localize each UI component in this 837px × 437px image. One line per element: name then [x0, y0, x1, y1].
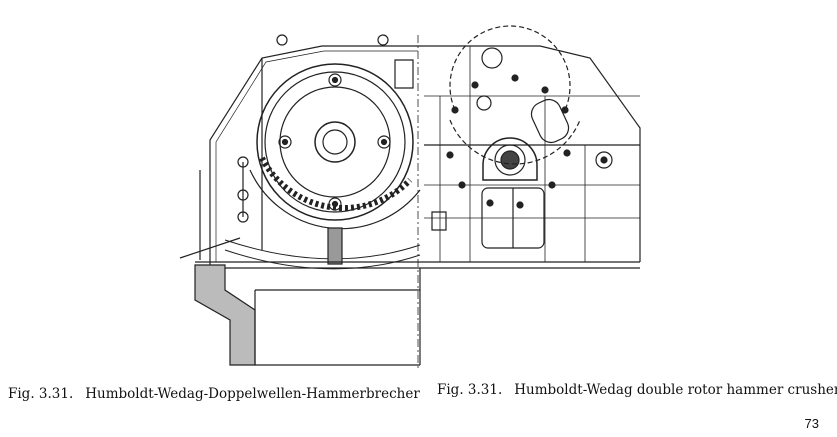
page-number: 73 — [804, 416, 819, 431]
caption-text: Humboldt-Wedag-Doppelwellen-Hammerbreche… — [85, 386, 420, 402]
base-chute — [195, 262, 640, 365]
hammer-crusher-drawing — [0, 0, 837, 380]
figure-number: Fig. 3.31. — [437, 382, 503, 398]
figure-caption-german: Fig. 3.31. Humboldt-Wedag-Doppelwellen-Ha… — [8, 386, 420, 402]
left-section-view — [180, 35, 420, 269]
caption-text: Humboldt-Wedag double rotor hammer crush… — [514, 382, 837, 398]
figure-number: Fig. 3.31. — [8, 386, 74, 402]
right-exterior-view — [418, 26, 640, 262]
figure-caption-english: Fig. 3.31. Humboldt-Wedag double rotor ha… — [437, 382, 837, 398]
